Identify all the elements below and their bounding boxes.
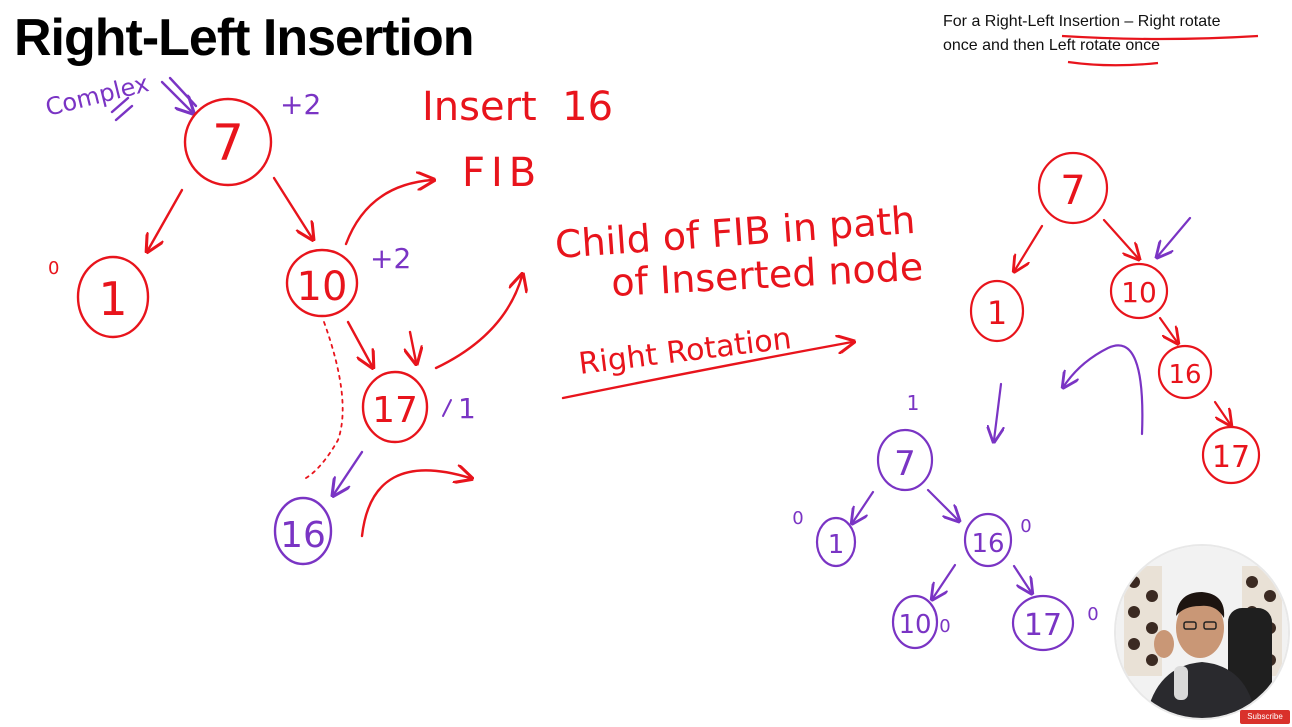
left-rotation-arrow: [1064, 344, 1144, 436]
bf-one-zero: 0: [48, 258, 59, 279]
note-underline-left-rotate: [1067, 60, 1159, 67]
node-16: [273, 496, 333, 566]
subscribe-badge[interactable]: Subscribe: [1240, 710, 1290, 724]
node-17: [361, 370, 429, 444]
down-arrow: [994, 382, 1001, 440]
node-7: [183, 97, 273, 187]
complex-label: Complex: [43, 69, 152, 122]
final-label-7: 7: [894, 444, 916, 484]
final-bf-10: 0: [939, 616, 950, 637]
label-16: 16: [280, 515, 326, 556]
final-node-7: [876, 428, 934, 492]
rr-label-1: 1: [987, 294, 1007, 332]
child-arrow: [434, 276, 522, 370]
rr-label-7: 7: [1060, 168, 1085, 214]
final-label-16: 16: [971, 529, 1004, 559]
note-line-1: For a Right-Left Insertion – Right rotat…: [943, 13, 1221, 30]
complex-arrow: [160, 80, 192, 112]
node-10: [285, 248, 359, 318]
slide-title: Right-Left Insertion: [14, 9, 475, 67]
bf-ten: +2: [370, 242, 411, 275]
rotation-note: For a Right-Left Insertion – Right rotat…: [943, 10, 1273, 58]
final-node-10: [891, 594, 939, 650]
presenter-avatar: [1116, 546, 1288, 718]
rr-label-16: 16: [1168, 360, 1201, 390]
rr-label-10: 10: [1121, 276, 1157, 309]
node-1: [76, 255, 150, 339]
final-bf-1: 0: [792, 508, 803, 529]
webcam-overlay: [1116, 546, 1288, 718]
label-1: 1: [98, 272, 127, 326]
final-node-17: [1011, 594, 1075, 652]
fib-arrow: [344, 180, 432, 246]
edge-tick: [410, 330, 416, 362]
rr-node-16: [1157, 344, 1213, 400]
final-node-16: [963, 512, 1013, 568]
edge-7-1: [148, 188, 184, 250]
note-underline-right-rotate: [1061, 34, 1259, 41]
label-10: 10: [297, 264, 348, 310]
note-line-2: once and then Left rotate once: [943, 37, 1161, 54]
final-label-17: 17: [1024, 608, 1062, 643]
final-bf-16: 0: [1020, 516, 1031, 537]
bf-root: +2: [280, 88, 321, 121]
edge-10-17: [346, 320, 372, 366]
edge-17-16: [334, 450, 364, 494]
top-mark: 1: [907, 391, 920, 415]
label-7: 7: [212, 114, 244, 172]
insert-label: Insert 16: [422, 84, 613, 130]
final-bf-17: 0: [1087, 604, 1098, 625]
rr-label-17: 17: [1212, 440, 1250, 475]
final-label-10: 10: [898, 610, 931, 640]
label-17: 17: [372, 390, 418, 431]
edge-7-10: [272, 176, 312, 238]
final-node-1: [815, 516, 857, 568]
rr-node-7: [1037, 151, 1109, 225]
rotate-arrow-small: [360, 470, 470, 538]
final-label-1: 1: [828, 530, 845, 560]
dotted-path: [305, 321, 344, 479]
right-rotation-arrow: [561, 342, 852, 400]
rr-node-10: [1109, 262, 1169, 320]
fib-label: FIB: [462, 150, 542, 196]
rr-node-1: [969, 279, 1025, 343]
bf-seventeen: 1: [458, 392, 476, 425]
